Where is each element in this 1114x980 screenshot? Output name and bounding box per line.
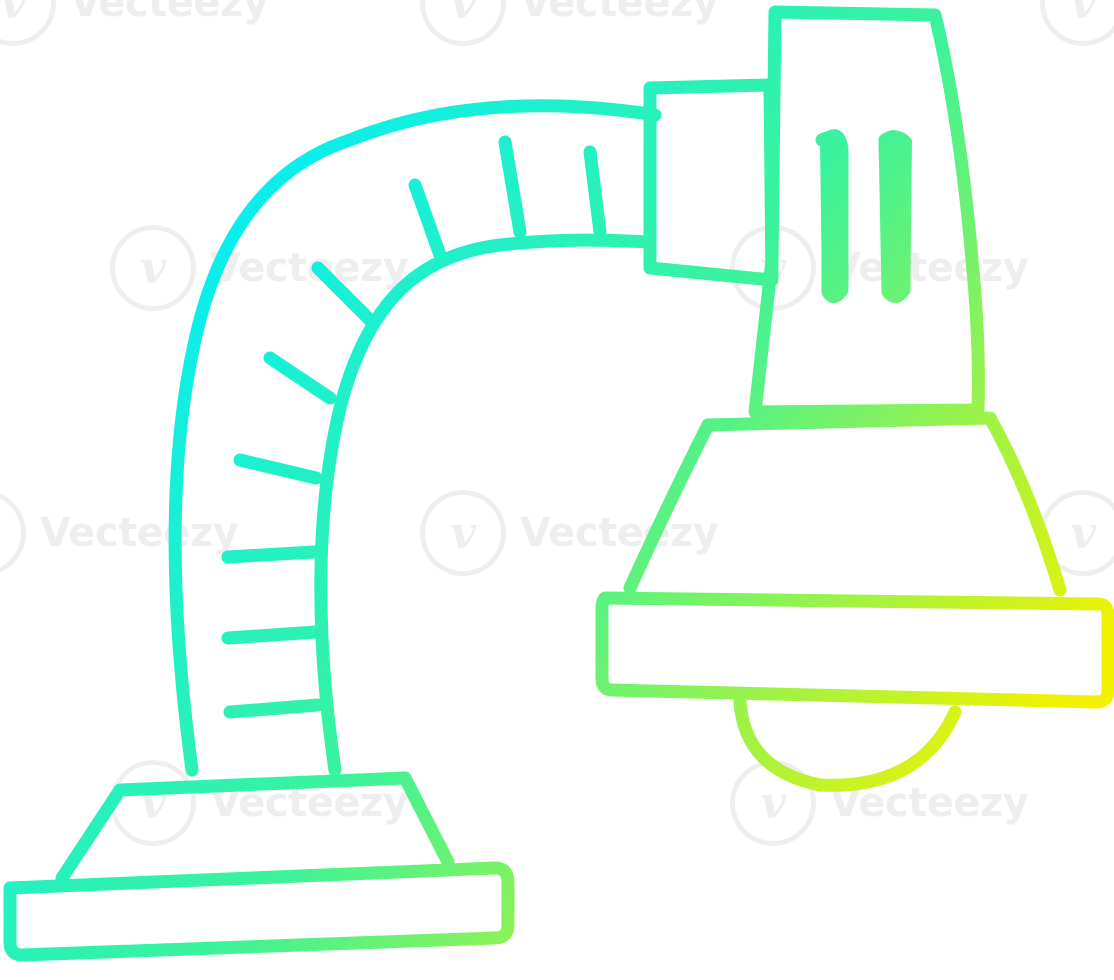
arm-rib [498,135,527,239]
lamp-head-slots [820,131,912,299]
arm-rib [221,625,323,645]
lamp-base [3,771,515,962]
lamp-head [748,5,985,419]
lamp-shade [595,411,1114,709]
arm-rib [583,145,607,239]
lamp-arm [168,99,662,777]
lamp-joint-collar [643,78,779,287]
arm-rib [263,351,337,405]
arm-rib [408,178,447,262]
arm-rib [311,261,379,329]
arm-rib [221,545,321,564]
lamp-bulb [733,695,962,792]
arm-rib [223,698,325,719]
arm-rib [233,453,323,485]
